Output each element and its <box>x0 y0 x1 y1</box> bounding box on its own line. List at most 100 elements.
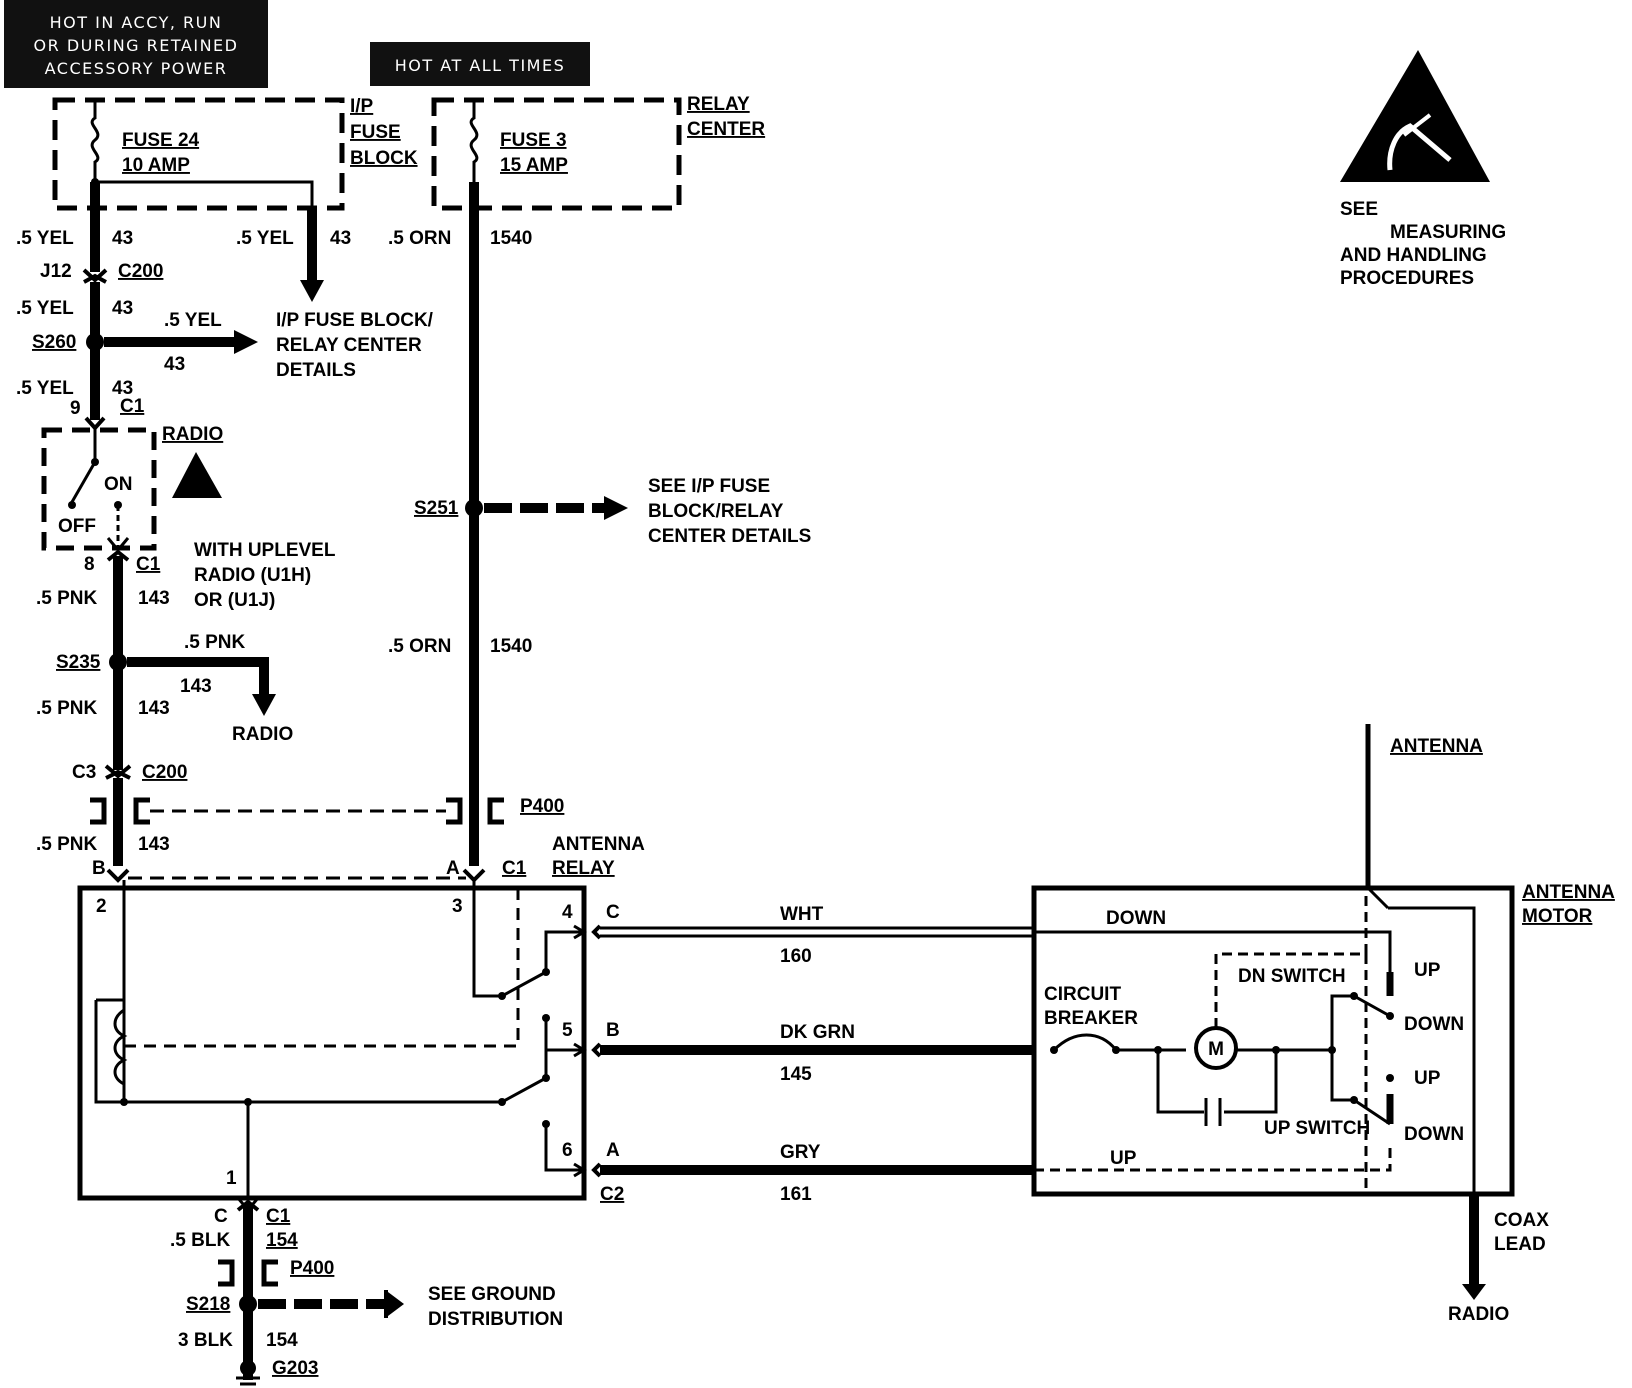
fuse-24-name: FUSE 24 <box>122 130 200 151</box>
radio-esd-icon <box>172 452 222 498</box>
splice-s251 <box>465 499 483 517</box>
fuse-3-symbol <box>469 100 479 182</box>
esd-note: SEE MEASURING AND HANDLING PROCEDURES <box>1340 199 1506 289</box>
relay-pin-3: 3 <box>452 896 463 917</box>
yel-circuit-3: 43 <box>112 298 133 319</box>
ip-fuse-block-label2: FUSE <box>350 122 401 143</box>
esd-warning-icon <box>1340 50 1490 182</box>
antenna-relay-label2: RELAY <box>552 858 615 879</box>
wht-color: WHT <box>780 904 824 925</box>
pnk-gauge-3: .5 PNK <box>36 698 98 719</box>
antenna-relay: ANTENNA RELAY 2 3 4 5 6 1 <box>77 834 645 1213</box>
ground-ref-2: DISTRIBUTION <box>428 1309 563 1330</box>
ground-g203-label: G203 <box>272 1358 318 1379</box>
blk-gauge-1: .5 BLK <box>170 1230 230 1251</box>
yel-gauge-1: .5 YEL <box>16 228 74 249</box>
ground-c1-label: C1 <box>266 1206 291 1227</box>
switch-up-label-1: UP <box>1414 960 1441 981</box>
orn-circuit-1540: .5 ORN 1540 S251 SEE I/P FUSE BLOCK/RELA… <box>388 182 811 883</box>
yel-gauge-2: .5 YEL <box>236 228 294 249</box>
yel-gauge-4: .5 YEL <box>164 310 222 331</box>
see-ip-details-3: CENTER DETAILS <box>648 526 811 547</box>
pnk-gauge-2: .5 PNK <box>184 632 246 653</box>
circuit-breaker-symbol <box>1052 1033 1118 1052</box>
radio-c1-bottom: C1 <box>136 554 161 575</box>
connector-c2-label: C2 <box>600 1184 624 1205</box>
see-ip-details-2: BLOCK/RELAY <box>648 501 784 522</box>
gry-color: GRY <box>780 1142 821 1163</box>
connector-p400-label-1: P400 <box>520 796 564 817</box>
pnk-circuit-1: 143 <box>138 588 170 609</box>
motor-down-wire-label: DOWN <box>1106 908 1166 929</box>
header-hot-accy-line1: HOT IN ACCY, RUN <box>50 13 223 32</box>
header-hot-accy: HOT IN ACCY, RUN OR DURING RETAINED ACCE… <box>4 0 268 88</box>
uplevel-note-2: RADIO (U1H) <box>194 565 311 586</box>
uplevel-note-3: OR (U1J) <box>194 590 275 611</box>
splice-s218-label: S218 <box>186 1294 230 1315</box>
dn-switch-label: DN SWITCH <box>1238 966 1346 987</box>
circuit-breaker-label2: BREAKER <box>1044 1008 1138 1029</box>
ground-pin-c: C <box>214 1206 228 1227</box>
fuse-3-rating: 15 AMP <box>500 155 568 176</box>
relay-center-block: RELAY CENTER FUSE 3 15 AMP <box>431 94 765 211</box>
splice-s235 <box>109 653 127 671</box>
dkgrn-circuit: 145 <box>780 1064 812 1085</box>
radio-label: RADIO <box>162 424 223 445</box>
connector-c200-label-1: C200 <box>118 261 163 282</box>
fuse-3-name: FUSE 3 <box>500 130 567 151</box>
connector-c200-label-2: C200 <box>142 762 187 783</box>
relay-c1-label: C1 <box>502 858 527 879</box>
coax-label1: COAX <box>1494 1210 1549 1231</box>
pnk-gauge-1: .5 PNK <box>36 588 98 609</box>
connector-p400-label-2: P400 <box>290 1258 334 1279</box>
connector-c3-label: C3 <box>72 762 96 783</box>
ground-ref-1: SEE GROUND <box>428 1284 556 1305</box>
antenna-motor-label2: MOTOR <box>1522 906 1593 927</box>
ip-fuse-block: I/P FUSE BLOCK FUSE 24 10 AMP <box>52 96 418 211</box>
uplevel-note-1: WITH UPLEVEL <box>194 540 336 561</box>
pnk-circuit-4: 143 <box>138 834 170 855</box>
esd-note-line4: PROCEDURES <box>1340 268 1474 289</box>
antenna-motor: ANTENNA MOTOR ANTENNA COAX LEAD RADIO DO… <box>1031 724 1615 1325</box>
relay-pin-2: 2 <box>96 896 107 917</box>
up-switch-label: UP SWITCH <box>1264 1118 1370 1139</box>
relay-pin-4: 4 <box>562 902 573 923</box>
radio-dest-label: RADIO <box>232 724 293 745</box>
connector-c200-j12 <box>82 268 108 284</box>
blk-gauge-2: 3 BLK <box>178 1330 233 1351</box>
ip-fuse-block-label1: I/P <box>350 96 374 117</box>
switch-down-label-1: DOWN <box>1404 1014 1464 1035</box>
yel-circuit-43: .5 YEL 43 .5 YEL 43 J12 C200 .5 YEL 43 S… <box>16 182 434 420</box>
yel-circuit-5: 43 <box>112 378 133 399</box>
pnk-circuit-143: .5 PNK 143 S235 .5 PNK 143 RADIO .5 PNK … <box>36 549 466 883</box>
orn-gauge-2: .5 ORN <box>388 636 451 657</box>
splice-s235-label: S235 <box>56 652 101 673</box>
ground-g203-icon <box>240 1360 256 1376</box>
header-hot-accy-line3: ACCESSORY POWER <box>45 59 228 78</box>
antenna-label: ANTENNA <box>1390 736 1483 757</box>
yel-gauge-5: .5 YEL <box>16 378 74 399</box>
splice-s251-label: S251 <box>414 498 459 519</box>
blk-circuit-2: 154 <box>266 1330 298 1351</box>
esd-note-line3: AND HANDLING <box>1340 245 1487 266</box>
gry-circuit: 161 <box>780 1184 812 1205</box>
relay-coil-symbol <box>113 1008 128 1086</box>
circuit-breaker-label1: CIRCUIT <box>1044 984 1121 1005</box>
connector-c200-c3 <box>104 764 132 780</box>
radio-off-label: OFF <box>58 516 96 537</box>
ip-details-line2: RELAY CENTER <box>276 335 422 356</box>
ip-details-line3: DETAILS <box>276 360 356 381</box>
yel-gauge-3: .5 YEL <box>16 298 74 319</box>
esd-note-line1: SEE <box>1340 199 1378 220</box>
dkgrn-color: DK GRN <box>780 1022 855 1043</box>
wht-circuit: 160 <box>780 946 812 967</box>
splice-s260 <box>86 333 104 351</box>
motor-label: M <box>1208 1039 1224 1060</box>
pnk-circuit-3: 143 <box>138 698 170 719</box>
header-hot-accy-line2: OR DURING RETAINED <box>34 36 239 55</box>
orn-gauge-1: .5 ORN <box>388 228 451 249</box>
coax-dest: RADIO <box>1448 1304 1509 1325</box>
antenna-motor-label1: ANTENNA <box>1522 882 1615 903</box>
header-hot-all-times-text: HOT AT ALL TIMES <box>395 56 565 75</box>
yel-circuit-1: 43 <box>112 228 133 249</box>
